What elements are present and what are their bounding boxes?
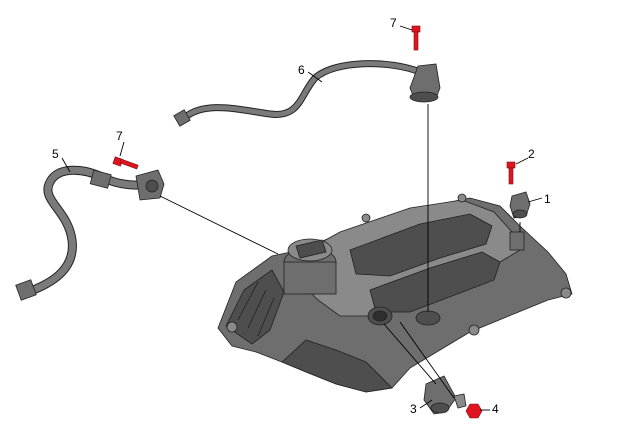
bolt-item-7-top xyxy=(411,25,421,51)
bolt-item-4 xyxy=(465,403,483,419)
breather-hose-left xyxy=(15,165,165,301)
breather-hose-upper xyxy=(173,60,441,127)
callout-4: 4 xyxy=(492,402,499,416)
bolt-item-7-left xyxy=(112,156,139,170)
callout-6: 6 xyxy=(298,63,305,77)
oil-control-solenoid xyxy=(423,375,467,415)
callout-7-top: 7 xyxy=(390,16,397,30)
callout-5: 5 xyxy=(52,147,59,161)
callout-7-left: 7 xyxy=(116,129,123,143)
callout-1: 1 xyxy=(544,192,551,206)
bolt-item-2 xyxy=(506,161,516,185)
leader-lines xyxy=(61,25,543,411)
callout-3: 3 xyxy=(410,402,417,416)
callout-2: 2 xyxy=(528,147,535,161)
valve-cover-housing xyxy=(217,193,573,393)
camshaft-sensor xyxy=(509,191,531,219)
callout-labels: 7 6 7 5 2 1 3 4 xyxy=(52,16,551,416)
